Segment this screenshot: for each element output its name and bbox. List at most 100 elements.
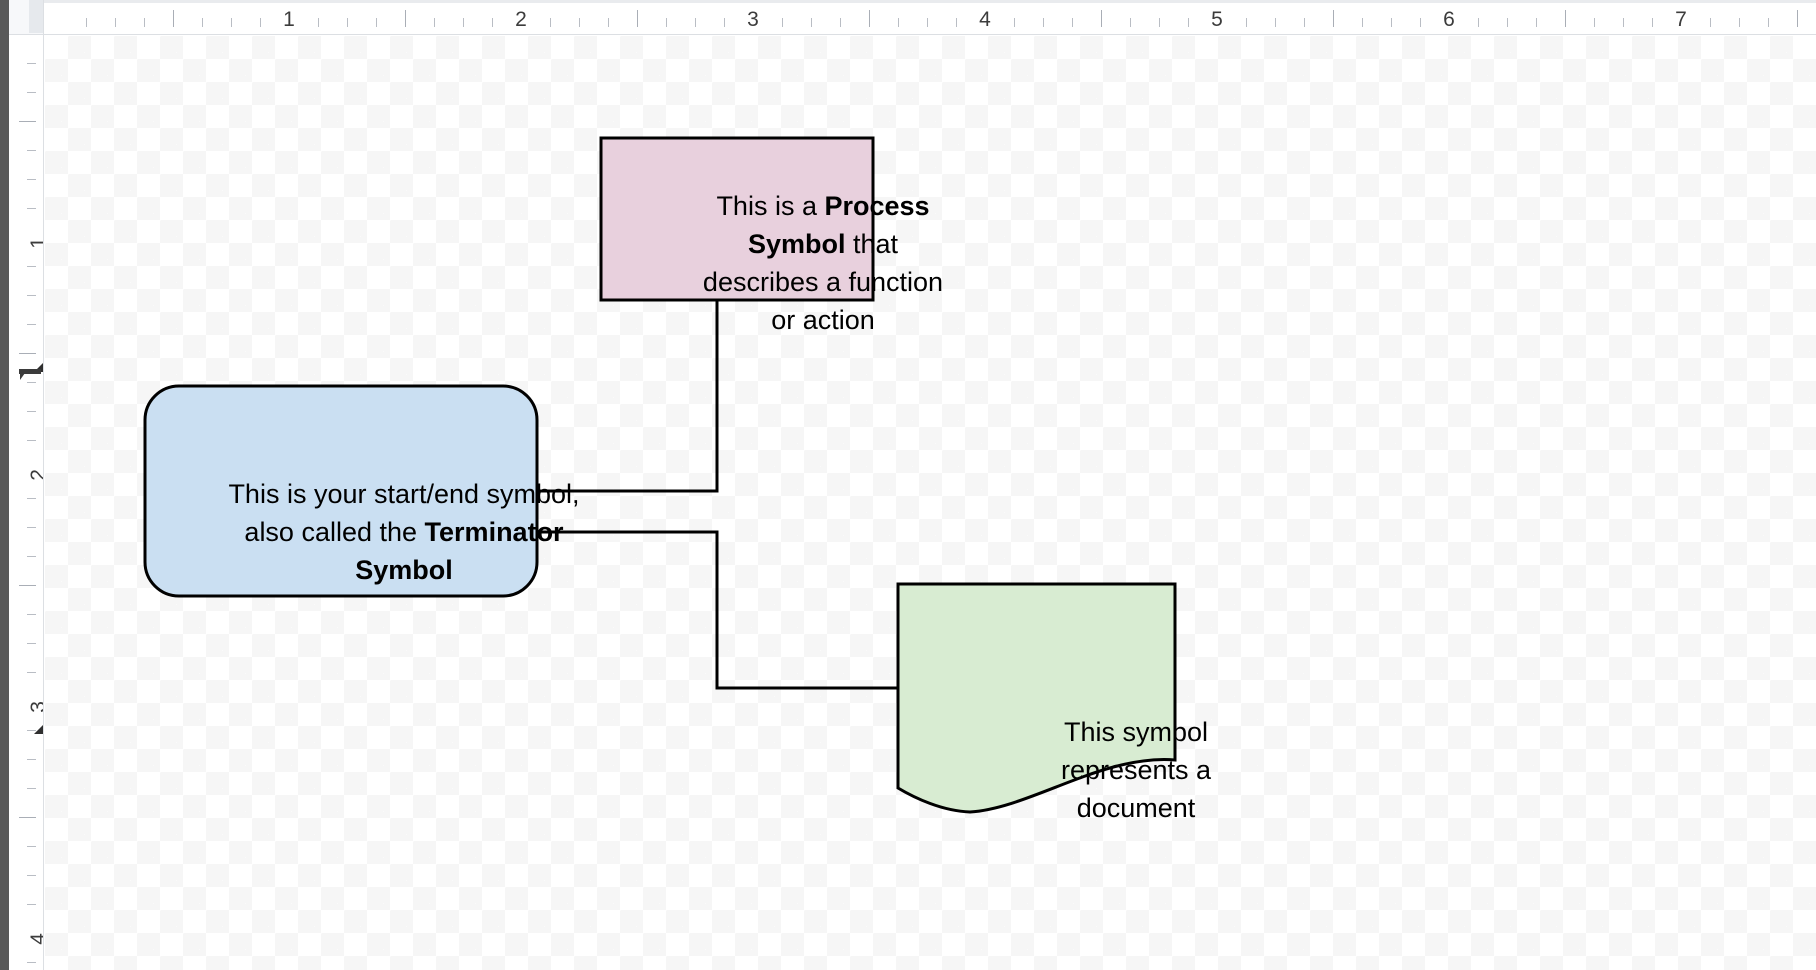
vruler-tick [27,266,36,267]
connector-terminator-to-document[interactable] [537,530,898,690]
hruler-tick [724,18,725,27]
vruler-tick [27,875,36,876]
hruler-tick [492,18,493,27]
vruler-edge-mark-bottom [34,725,43,734]
document-symbol-node[interactable] [896,582,1177,814]
hruler-tick [1391,18,1392,27]
vruler-label-4: 4 [28,933,44,945]
hruler-tick [608,18,609,27]
vruler-label-1: 1 [28,237,44,249]
hruler-tick [1130,18,1131,27]
vruler-tick [27,179,36,180]
vruler-label-2: 2 [28,469,44,481]
vruler-tick [27,643,36,644]
hruler-tick [1565,10,1566,27]
nodes-layer [143,136,1177,814]
hruler-tick [202,18,203,27]
hruler-tick [144,18,145,27]
hruler-tick [550,18,551,27]
hruler-tick [347,18,348,27]
vruler-tick [27,63,36,64]
hruler-tick [869,10,870,27]
hruler-tick [1014,18,1015,27]
diagram-canvas[interactable]: This is a Process Symbol that describes … [45,36,1816,970]
hruler-tick [1507,18,1508,27]
hruler-tick [898,18,899,27]
hruler-tick [927,18,928,27]
vruler-tick [27,208,36,209]
vruler-tick [27,614,36,615]
hruler-tick [1159,18,1160,27]
hruler-label-1: 1 [283,8,295,31]
hruler-tick [1304,18,1305,27]
hruler-tick [1333,10,1334,27]
vruler-tick [27,440,36,441]
hruler-label-6: 6 [1443,8,1455,31]
horizontal-ruler[interactable]: 1 2 3 4 5 6 7 [44,0,1816,35]
hruler-tick [1188,18,1189,27]
hruler-tick [1101,10,1102,27]
vruler-tick [27,730,36,731]
vruler-tick [27,92,36,93]
hruler-tick [376,18,377,27]
hruler-tick [1536,18,1537,27]
hruler-tick [434,18,435,27]
vruler-tick [19,817,36,818]
hruler-tick [1594,18,1595,27]
hruler-label-7: 7 [1675,8,1687,31]
hruler-tick [1478,18,1479,27]
vruler-tick [27,324,36,325]
vruler-tick [19,353,36,354]
hruler-tick [1623,18,1624,27]
hruler-tick [1652,18,1653,27]
hruler-tick [1797,10,1798,27]
hruler-tick [260,18,261,27]
vruler-tick [27,382,36,383]
connectors-layer [537,300,898,690]
hruler-tick [173,10,174,27]
vruler-tick [27,759,36,760]
vruler-selection-marker[interactable] [19,369,41,380]
hruler-tick [1246,18,1247,27]
vertical-ruler[interactable]: 1 2 3 4 [9,35,44,970]
vruler-tick [19,121,36,122]
vruler-tick [19,585,36,586]
hruler-tick [115,18,116,27]
hruler-tick [1710,18,1711,27]
vruler-tick [27,904,36,905]
hruler-tick [1043,18,1044,27]
hruler-tick [1362,18,1363,27]
hruler-tick [579,18,580,27]
hruler-tick [1768,18,1769,27]
hruler-tick [86,18,87,27]
hruler-tick [695,18,696,27]
hruler-tick [1072,18,1073,27]
vruler-tick [27,527,36,528]
diagram-svg [143,136,1177,814]
vruler-tick [27,411,36,412]
vruler-tick [27,556,36,557]
hruler-tick [811,18,812,27]
hruler-label-5: 5 [1211,8,1223,31]
process-symbol-node[interactable] [599,136,875,302]
window-left-edge [0,0,9,970]
ruler-corner-inner [29,0,43,33]
hruler-tick [782,18,783,27]
vruler-label-3: 3 [28,701,44,713]
hruler-tick [840,18,841,27]
vruler-tick [27,672,36,673]
hruler-tick [463,18,464,27]
hruler-tick [318,18,319,27]
hruler-label-4: 4 [979,8,991,31]
vruler-tick [27,846,36,847]
hruler-label-3: 3 [747,8,759,31]
connector-terminator-to-process[interactable] [537,300,719,493]
vruler-edge-mark-top [34,363,43,372]
hruler-label-2: 2 [515,8,527,31]
vruler-tick [27,150,36,151]
hruler-tick [231,18,232,27]
hruler-tick [405,10,406,27]
terminator-symbol-node[interactable] [143,384,539,598]
ruler-corner [9,0,44,35]
hruler-tick [1420,18,1421,27]
